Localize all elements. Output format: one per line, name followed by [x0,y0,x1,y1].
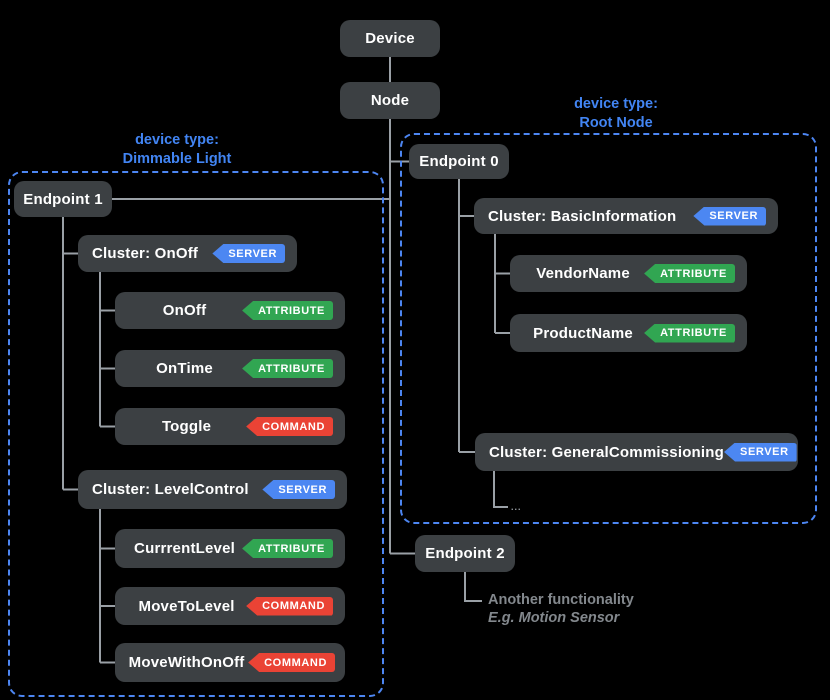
node-endpoint-0: Endpoint 0 [409,144,509,179]
node-label: MoveWithOnOff [128,654,245,671]
node-label: VendorName [536,265,630,282]
node-ontime-attribute: OnTime ATTRIBUTE [115,350,345,387]
group-dimmable-light [8,171,384,697]
server-badge: SERVER [724,442,797,462]
node-onoff-attribute: OnOff ATTRIBUTE [115,292,345,329]
endpoint-2-note: Another functionality E.g. Motion Sensor [488,591,634,627]
group-root-node [400,133,817,524]
node-movewithonoff-command: MoveWithOnOff COMMAND [115,643,345,682]
endpoint-2-note-line2: E.g. Motion Sensor [488,610,620,626]
caption-device-type-label: device type: [574,96,658,112]
node-label: OnOff [162,302,207,319]
node-label: Cluster: LevelControl [92,481,249,498]
attribute-badge: ATTRIBUTE [242,359,333,378]
node-label: Endpoint 1 [23,190,103,208]
node-device: Device [340,20,440,57]
caption-root-node: device type: Root Node [496,95,736,133]
node-label: Cluster: GeneralCommissioning [489,443,725,461]
server-badge: SERVER [262,480,335,499]
node-endpoint-1: Endpoint 1 [14,181,112,217]
node-cluster-general-commissioning: Cluster: GeneralCommissioning SERVER [475,433,798,471]
node-label: OnTime [156,360,213,377]
caption-device-type-value: Root Node [579,115,653,131]
node-movetolevel-command: MoveToLevel COMMAND [115,587,345,625]
attribute-badge: ATTRIBUTE [644,323,735,343]
node-cluster-level-control: Cluster: LevelControl SERVER [78,470,347,509]
node-label: Cluster: BasicInformation [488,207,677,225]
caption-device-type-label: device type: [135,132,219,148]
endpoint-2-note-line1: Another functionality [488,592,634,608]
node-label: Toggle [161,418,212,435]
node-product-name: ProductName ATTRIBUTE [510,314,747,352]
node-label: Cluster: OnOff [92,245,199,262]
server-badge: SERVER [693,206,766,226]
node-toggle-command: Toggle COMMAND [115,408,345,445]
node-label: ProductName [533,324,633,342]
server-badge: SERVER [212,244,285,263]
node-cluster-onoff: Cluster: OnOff SERVER [78,235,297,272]
attribute-badge: ATTRIBUTE [242,301,333,320]
node-cluster-basic-information: Cluster: BasicInformation SERVER [474,198,778,234]
node-label: Endpoint 2 [425,545,505,562]
attribute-badge: ATTRIBUTE [242,539,333,558]
attribute-badge: ATTRIBUTE [644,264,735,283]
node-label: Endpoint 0 [419,153,499,170]
node-currrentlevel-attribute: CurrrentLevel ATTRIBUTE [115,529,345,568]
ellipsis-more-content: ... [511,502,522,512]
node-label: MoveToLevel [138,597,235,615]
command-badge: COMMAND [246,417,333,436]
node-node: Node [340,82,440,119]
caption-dimmable-light: device type: Dimmable Light [57,131,297,169]
node-label: Device [365,30,415,47]
node-endpoint-2: Endpoint 2 [415,535,515,572]
node-label: Node [370,92,410,109]
node-vendor-name: VendorName ATTRIBUTE [510,255,747,292]
node-label: CurrrentLevel [134,540,236,557]
caption-device-type-value: Dimmable Light [122,151,232,167]
command-badge: COMMAND [246,596,333,616]
command-badge: COMMAND [248,653,335,672]
